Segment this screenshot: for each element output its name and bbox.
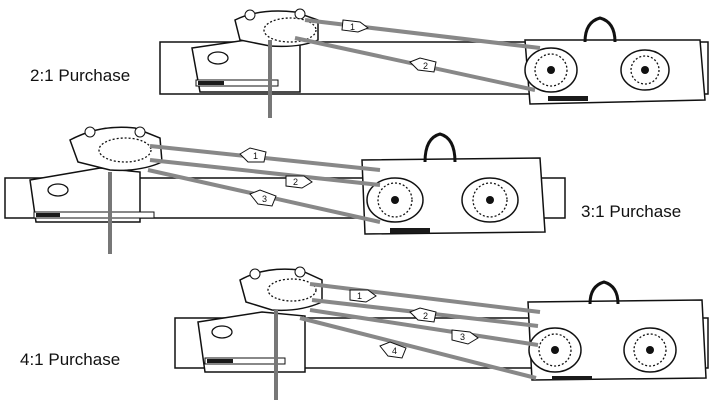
rope-arrow-1: 1 [341, 19, 370, 33]
cam-cleat-block [29, 126, 163, 223]
svg-text:1: 1 [253, 151, 258, 161]
svg-text:1: 1 [350, 22, 355, 32]
panel-4-to-1: 1 2 3 4 [174, 266, 709, 400]
svg-text:1: 1 [357, 291, 362, 301]
purchase-label-4-to-1: 4:1 Purchase [20, 350, 121, 369]
svg-text:4: 4 [392, 346, 397, 356]
svg-text:2: 2 [423, 61, 428, 71]
panel-2-to-1: 1 2 [159, 8, 709, 118]
svg-text:2: 2 [293, 177, 298, 187]
svg-text:2: 2 [423, 311, 428, 321]
double-block [527, 280, 707, 381]
rope-arrow-2: 2 [409, 307, 437, 323]
rope-arrow-2: 2 [409, 57, 437, 73]
rope-arrow-1: 1 [349, 289, 377, 303]
double-block [524, 16, 706, 105]
purchase-label-3-to-1: 3:1 Purchase [581, 202, 682, 221]
rope-arrow-2: 2 [285, 175, 313, 189]
purchase-label-2-to-1: 2:1 Purchase [30, 66, 131, 85]
cam-cleat-block [197, 266, 323, 373]
panel-3-to-1: 1 2 3 [4, 126, 566, 254]
rope-arrow-4: 4 [379, 341, 407, 359]
rope-arrow-3: 3 [249, 189, 277, 207]
svg-text:3: 3 [460, 332, 465, 342]
rope-arrow-1: 1 [239, 147, 267, 163]
double-block [361, 132, 546, 235]
svg-text:3: 3 [262, 194, 267, 204]
rope-arrow-3: 3 [451, 329, 479, 345]
cam-cleat-block [191, 8, 319, 93]
